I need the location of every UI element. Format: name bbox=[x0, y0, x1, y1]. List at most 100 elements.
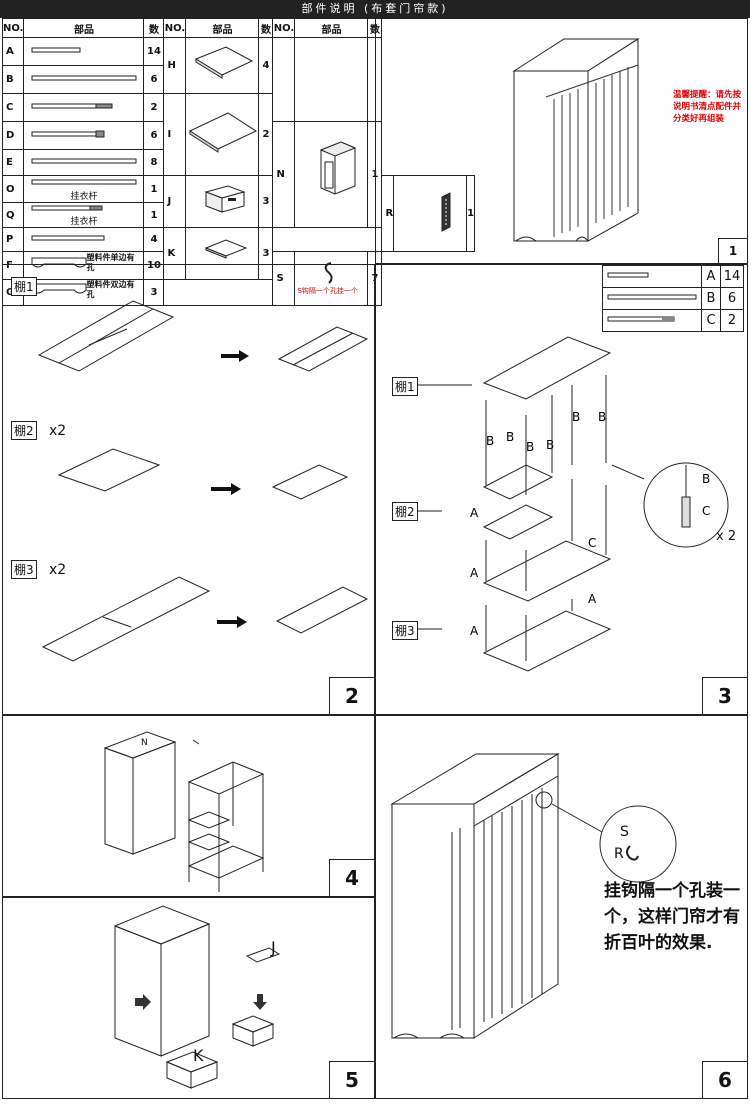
panel-number: 3 bbox=[702, 677, 747, 714]
part-count: 2 bbox=[143, 93, 165, 122]
part-count: 1 bbox=[466, 175, 476, 252]
part-k-label: K bbox=[193, 1046, 204, 1065]
svg-text:B: B bbox=[572, 410, 580, 424]
part-no: B bbox=[1, 65, 25, 94]
hook-instruction-note: 挂钩隔一个孔装一个，这样门帘才有折百叶的效果. bbox=[604, 881, 740, 953]
part-count: 4 bbox=[143, 227, 165, 252]
parts-table: NO. 部品 数 NO. 部品 数 NO. 部品 数 A 14 H 4 B 6 … bbox=[1, 18, 476, 306]
part-count: 3 bbox=[258, 175, 274, 228]
detail-label-b: B bbox=[702, 472, 710, 486]
quantity-label: x2 bbox=[49, 423, 67, 439]
quantity-label: x2 bbox=[49, 562, 67, 578]
shelf-assembly-drawing bbox=[37, 300, 369, 662]
col-count-header: 数 bbox=[143, 18, 165, 38]
assembly-tip: 温馨提醒：请先按说明书清点配件并分类好再组装 bbox=[673, 90, 742, 124]
part-count: 6 bbox=[143, 65, 165, 94]
part-count: 1 bbox=[367, 121, 383, 228]
part-no: A bbox=[701, 265, 721, 288]
panel-1: 温馨提醒：请先按说明书清点配件并分类好再组装 1 bbox=[375, 18, 748, 264]
header-title: 部件说明 bbox=[301, 2, 358, 15]
part-no: N bbox=[272, 121, 296, 228]
part-no: H bbox=[163, 37, 187, 94]
svg-text:B: B bbox=[506, 430, 514, 444]
svg-text:A: A bbox=[470, 624, 479, 638]
part-no: J bbox=[163, 175, 187, 228]
part-count: 2 bbox=[258, 93, 274, 176]
part-e-picture bbox=[23, 149, 145, 176]
part-no: E bbox=[1, 149, 25, 176]
svg-text:A: A bbox=[470, 506, 479, 520]
svg-text:A: A bbox=[470, 566, 479, 580]
part-no: C bbox=[1, 93, 25, 122]
part-p-picture bbox=[23, 227, 145, 252]
part-j-picture bbox=[185, 175, 260, 228]
part-c-picture bbox=[23, 93, 145, 122]
part-j-label: J bbox=[271, 938, 276, 957]
quantity-label: x 2 bbox=[716, 529, 737, 544]
shelf-2-label: 棚2 bbox=[392, 502, 418, 521]
shelf-3-label: 棚3 bbox=[11, 560, 37, 579]
header-bar: 部件说明 (布套门帘款) bbox=[0, 0, 750, 18]
svg-text:C: C bbox=[588, 536, 596, 550]
shelf-2-label: 棚2 bbox=[11, 421, 37, 440]
part-count: 14 bbox=[143, 37, 165, 66]
part-no: D bbox=[1, 121, 25, 150]
panel-number: 6 bbox=[702, 1061, 747, 1098]
panel-6: S R 挂钩隔一个孔装一个，这样门帘才有折百叶的效果. 6 bbox=[375, 715, 748, 1099]
panel-number: 1 bbox=[718, 238, 747, 263]
part-note: 塑料件单边有孔 bbox=[86, 253, 135, 272]
shelf-1-label: 棚1 bbox=[392, 377, 418, 396]
part-b-picture bbox=[602, 287, 702, 310]
part-note: 挂衣杆 bbox=[70, 192, 98, 202]
part-count: 6 bbox=[720, 287, 744, 310]
svg-text:B: B bbox=[526, 440, 534, 454]
col-part-header: 部品 bbox=[23, 18, 145, 38]
part-i-picture bbox=[185, 93, 260, 176]
part-count: 6 bbox=[143, 121, 165, 150]
part-count: 1 bbox=[143, 202, 165, 228]
mini-parts-table: A 14 B 6 C 2 bbox=[602, 265, 744, 332]
part-n-picture bbox=[294, 121, 369, 228]
part-o-picture: 挂衣杆 bbox=[23, 175, 145, 203]
cover-label: N bbox=[141, 738, 148, 748]
part-a-picture bbox=[602, 265, 702, 288]
empty-cell bbox=[272, 37, 296, 122]
panel-2: 棚1 棚2 x2 棚3 x2 2 bbox=[2, 264, 375, 715]
part-no: Q bbox=[1, 202, 25, 228]
part-count: 4 bbox=[258, 37, 274, 94]
part-no: B bbox=[701, 287, 721, 310]
part-g-picture: 塑料件双边有孔 bbox=[23, 279, 145, 306]
shelf-3-label: 棚3 bbox=[392, 621, 418, 640]
part-note: 塑料件双边有孔 bbox=[86, 280, 135, 299]
part-h-picture bbox=[185, 37, 260, 94]
svg-text:B: B bbox=[546, 438, 554, 452]
part-count: 10 bbox=[143, 251, 165, 280]
header-subtitle: (布套门帘款) bbox=[363, 2, 449, 15]
part-count: 1 bbox=[143, 175, 165, 203]
panel-number: 4 bbox=[329, 859, 374, 896]
detail-label-c: C bbox=[702, 504, 710, 518]
part-no: A bbox=[1, 37, 25, 66]
part-no: C bbox=[701, 309, 721, 332]
part-r-label: R bbox=[614, 846, 624, 862]
part-b-picture bbox=[23, 65, 145, 94]
panel-number: 5 bbox=[329, 1061, 374, 1098]
part-a-picture bbox=[23, 37, 145, 66]
part-count: 14 bbox=[720, 265, 744, 288]
part-no: O bbox=[1, 175, 25, 203]
part-d-picture bbox=[23, 121, 145, 150]
panel-4: N 4 bbox=[2, 715, 375, 897]
panel-5: J K 5 bbox=[2, 897, 375, 1099]
part-note: S钩隔一个孔挂一个 bbox=[297, 287, 358, 295]
part-s-picture: S钩隔一个孔挂一个 bbox=[294, 251, 369, 306]
col-no-header: NO. bbox=[1, 18, 25, 38]
empty-cell bbox=[163, 279, 274, 306]
panel-3: A 14 B 6 C 2 bbox=[375, 264, 748, 715]
col-no-header: NO. bbox=[163, 18, 187, 38]
panel-number: 2 bbox=[329, 677, 374, 714]
part-no: P bbox=[1, 227, 25, 252]
part-q-picture: 挂衣杆 bbox=[23, 202, 145, 228]
part-c-picture bbox=[602, 309, 702, 332]
svg-text:B: B bbox=[598, 410, 606, 424]
